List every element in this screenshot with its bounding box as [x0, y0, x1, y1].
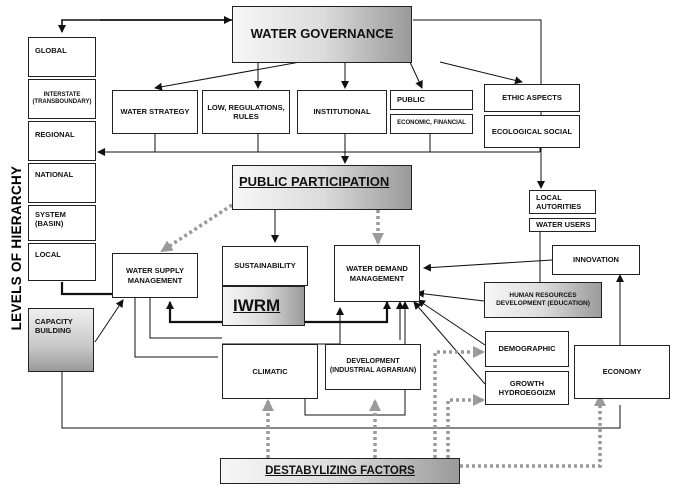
level-regional: REGIONAL [28, 121, 96, 161]
water-users-box: WATER USERS [529, 218, 596, 232]
level-system-basin: SYSTEM (BASIN) [28, 205, 96, 241]
demographic-box: DEMOGRAPHIC [485, 331, 569, 367]
institutional-box: INSTITUTIONAL [297, 90, 387, 134]
destabylizing-factors-title: DESTABYLIZING FACTORS [265, 464, 415, 477]
level-national: NATIONAL [28, 163, 96, 203]
sustainability-box: SUSTAINABILITY [222, 246, 308, 286]
levels-of-hierarchy-label: LEVELS OF HIERARCHY [8, 165, 24, 331]
water-governance-box: WATER GOVERNANCE [232, 6, 412, 63]
climatic-box: CLIMATIC [222, 344, 318, 399]
innovation-box: INNOVATION [552, 245, 640, 275]
level-interstate: INTERSTATE (TRANSBOUNDARY) [28, 79, 96, 119]
public-participation-box: PUBLIC PARTICIPATION [232, 165, 412, 210]
destabylizing-factors-box: DESTABYLIZING FACTORS [220, 458, 460, 484]
economy-box: ECONOMY [574, 345, 670, 399]
ethic-aspects-box: ETHIC ASPECTS [484, 84, 580, 112]
iwrm-box: IWRM [222, 286, 305, 326]
economic-financial-box: ECONOMIC, FINANCIAL [390, 114, 473, 134]
water-supply-management-box: WATER SUPPLY MANAGEMENT [112, 253, 198, 298]
water-strategy-box: WATER STRATEGY [112, 90, 198, 134]
water-demand-management-box: WATER DEMAND MANAGEMENT [334, 245, 420, 302]
local-autorities-box: LOCAL AUTORITIES [529, 190, 596, 214]
level-local: LOCAL [28, 243, 96, 281]
low-regulations-box: LOW, REGULATIONS, RULES [202, 90, 290, 134]
human-resources-box: HUMAN RESOURCES DEVELOPMENT (EDUCATION) [484, 282, 602, 318]
level-global: GLOBAL [28, 37, 96, 77]
capacity-building-box: CAPACITY BUILDING [28, 308, 94, 372]
development-box: DEVELOPMENT (INDUSTRIAL AGRARIAN) [325, 344, 421, 390]
iwrm-title: IWRM [233, 296, 281, 316]
public-participation-title: PUBLIC PARTICIPATION [239, 174, 390, 189]
growth-hydroegoizm-box: GROWTH HYDROEGOIZM [485, 371, 569, 405]
public-box: PUBLIC [390, 90, 473, 110]
ecological-social-box: ECOLOGICAL SOCIAL [484, 115, 580, 148]
